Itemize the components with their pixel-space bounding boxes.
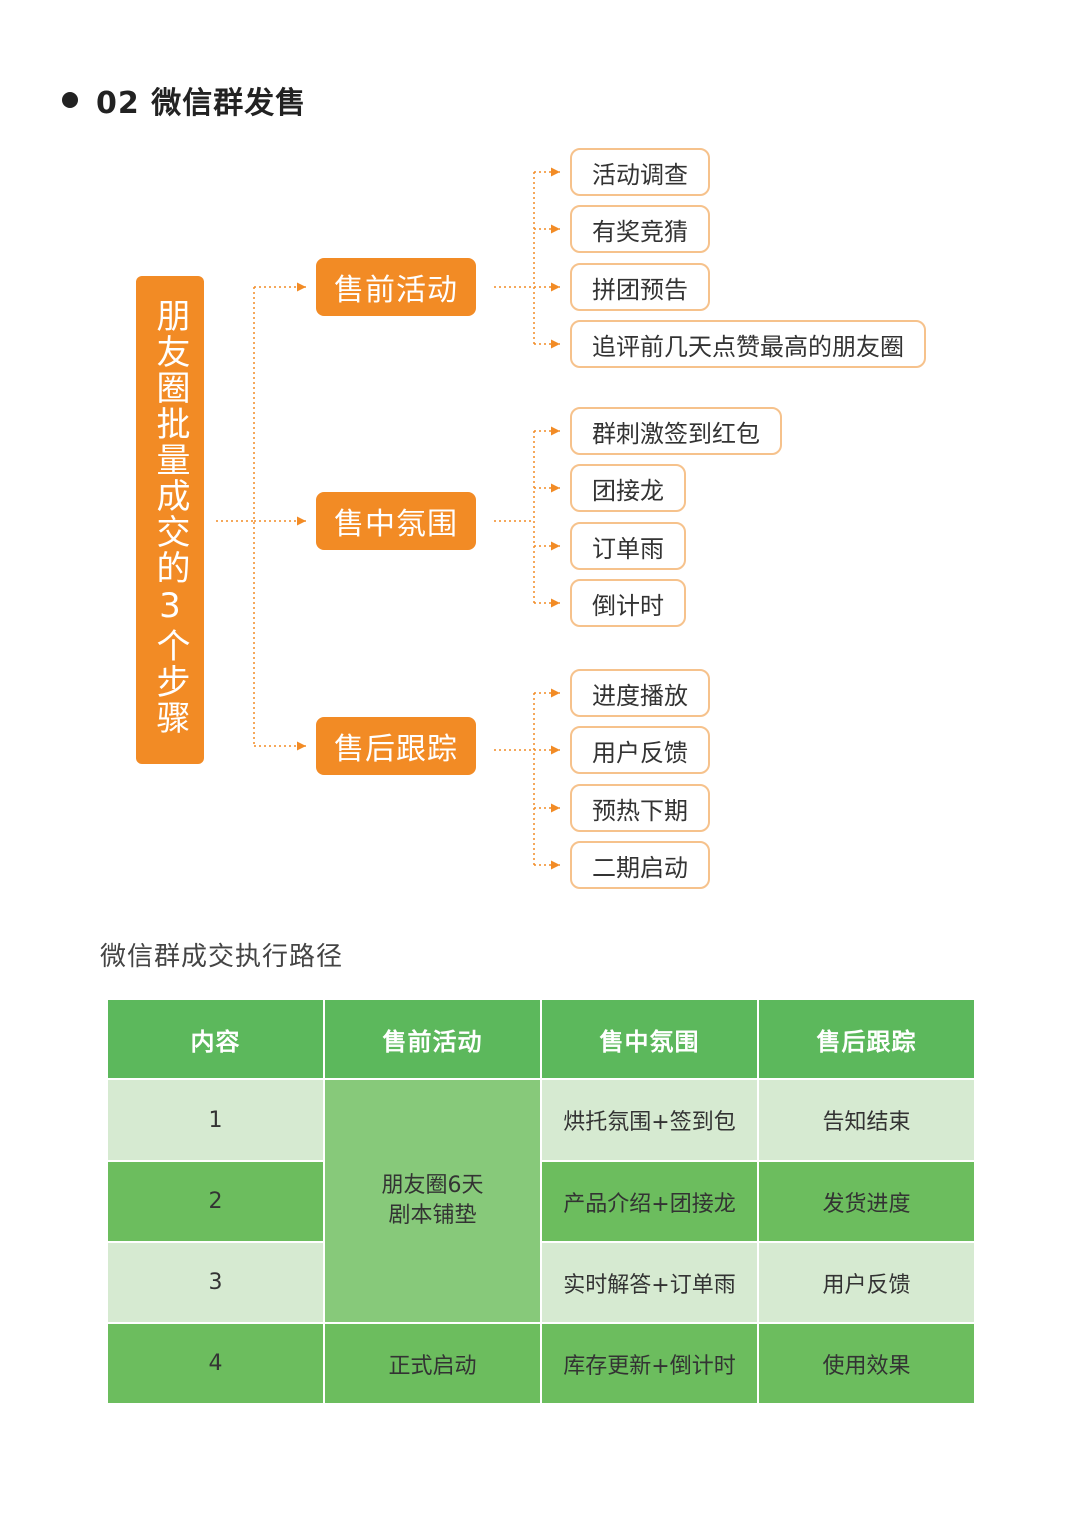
leaf-node: 预热下期: [570, 784, 710, 832]
mindmap-connectors: [216, 167, 560, 870]
leaf-node: 有奖竞猜: [570, 205, 710, 253]
table-cell: 使用效果: [759, 1324, 974, 1403]
bullet-dot-icon: [62, 92, 78, 108]
table-header-cell: 售中氛围: [542, 1000, 757, 1078]
table-header-cell: 售前活动: [325, 1000, 540, 1078]
section-heading: 02 微信群发售: [62, 78, 306, 122]
mindmap-root-label: 朋友圈批量成交的3个步骤: [150, 298, 190, 736]
category-node-during: 售中氛围: [316, 492, 476, 550]
table-header-cell: 内容: [108, 1000, 323, 1078]
leaf-node: 二期启动: [570, 841, 710, 889]
table-cell-no: 4: [108, 1324, 323, 1403]
table-cell-no: 1: [108, 1080, 323, 1160]
category-node-after: 售后跟踪: [316, 717, 476, 775]
table-cell: 用户反馈: [759, 1243, 974, 1322]
leaf-node: 倒计时: [570, 579, 686, 627]
table-cell: 烘托氛围+签到包: [542, 1080, 757, 1160]
table-cell: 发货进度: [759, 1162, 974, 1241]
table-header-cell: 售后跟踪: [759, 1000, 974, 1078]
leaf-node: 进度播放: [570, 669, 710, 717]
leaf-node: 追评前几天点赞最高的朋友圈: [570, 320, 926, 368]
table-cell: 正式启动: [325, 1324, 540, 1403]
mindmap-root-node: 朋友圈批量成交的3个步骤: [136, 276, 204, 764]
section-title: 02 微信群发售: [96, 86, 307, 121]
table-cell-no: 2: [108, 1162, 323, 1241]
table-cell: 库存更新+倒计时: [542, 1324, 757, 1403]
table-cell-no: 3: [108, 1243, 323, 1322]
execution-path-table: 内容 售前活动 售中氛围 售后跟踪 1 朋友圈6天 剧本铺垫 烘托氛围+签到包 …: [108, 1000, 974, 1403]
leaf-node: 用户反馈: [570, 726, 710, 774]
leaf-node: 订单雨: [570, 522, 686, 570]
category-node-pre: 售前活动: [316, 258, 476, 316]
leaf-node: 拼团预告: [570, 263, 710, 311]
table-cell: 告知结束: [759, 1080, 974, 1160]
leaf-node: 团接龙: [570, 464, 686, 512]
table-cell: 实时解答+订单雨: [542, 1243, 757, 1322]
table-cell: 产品介绍+团接龙: [542, 1162, 757, 1241]
table-cell-merged-pre: 朋友圈6天 剧本铺垫: [325, 1080, 540, 1322]
leaf-node: 群刺激签到红包: [570, 407, 782, 455]
leaf-node: 活动调查: [570, 148, 710, 196]
table-title: 微信群成交执行路径: [100, 942, 344, 972]
